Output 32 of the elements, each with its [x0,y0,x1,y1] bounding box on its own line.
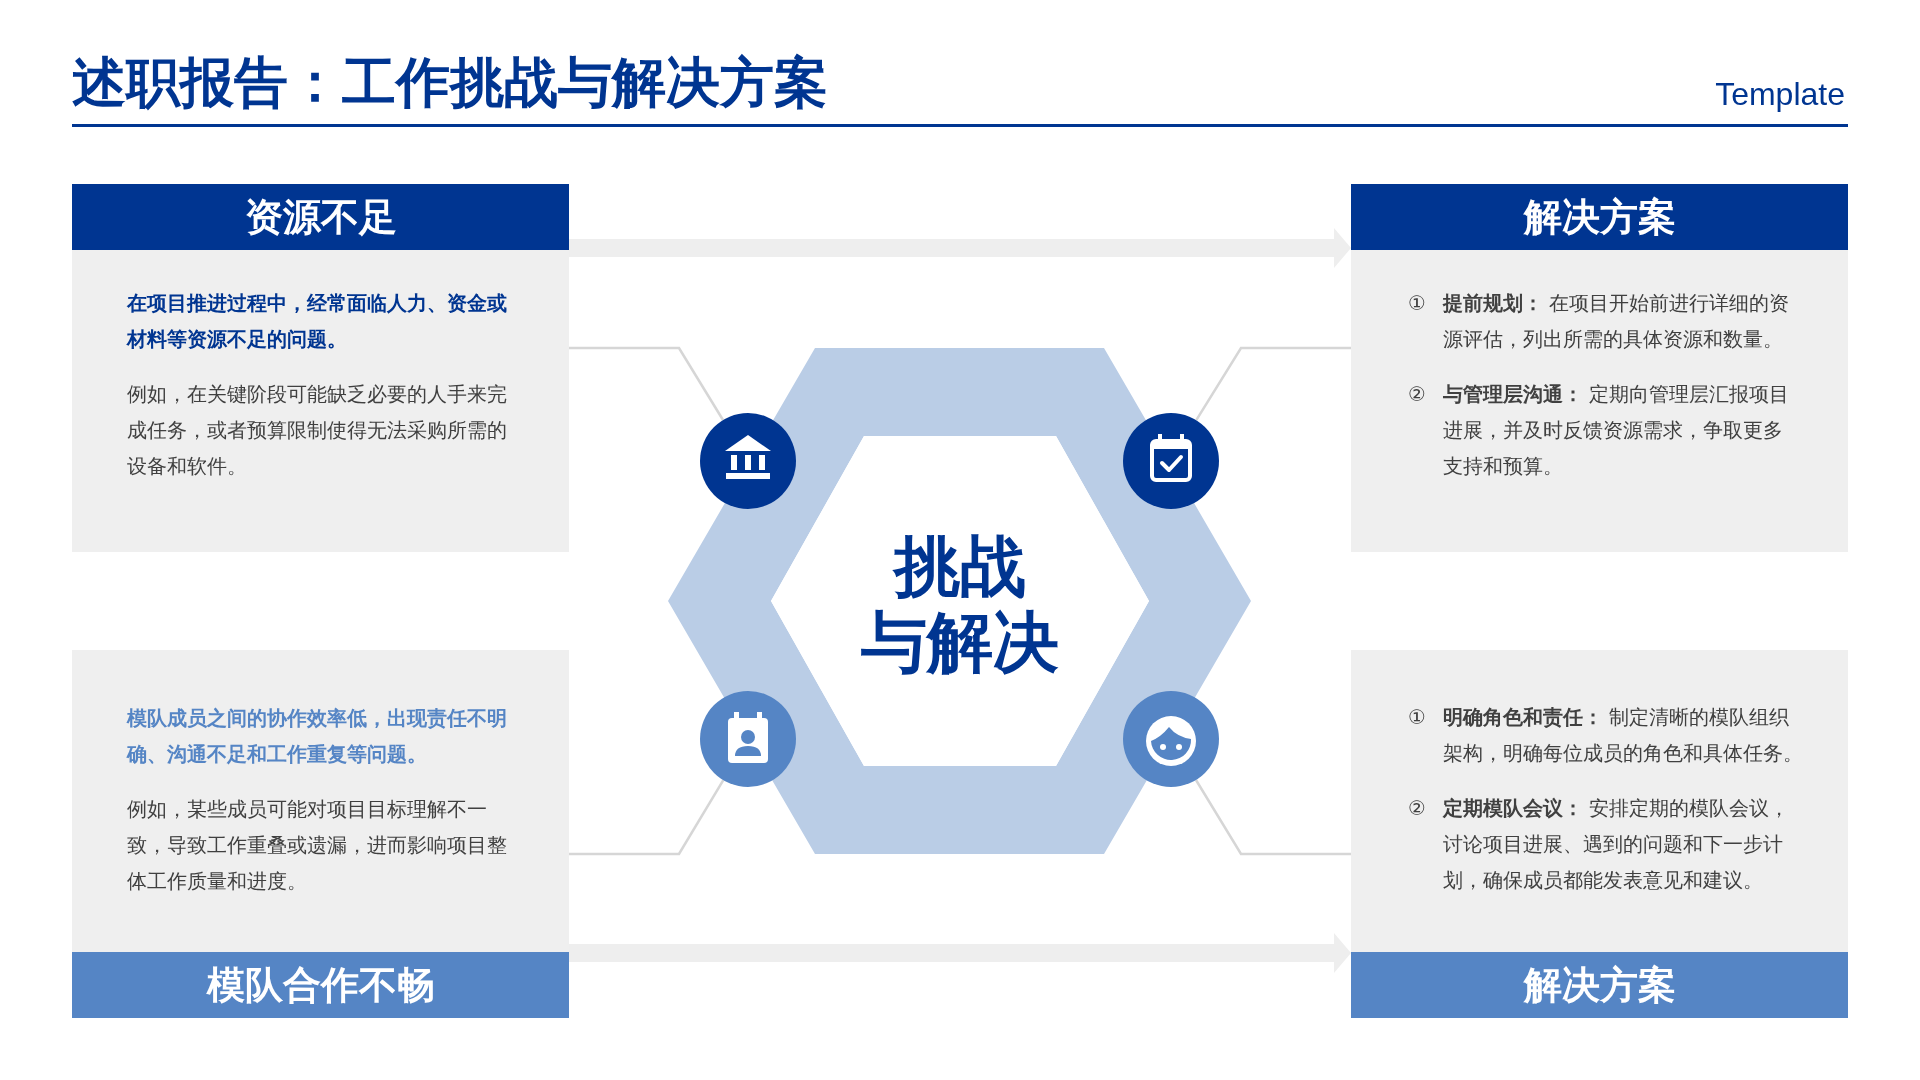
connector-line [1195,346,1351,421]
text-panel [1351,184,1848,552]
body-text: 例如，某些成员可能对项目目标理解不一致，导致工作重叠或遗漏，进而影响项目整体工作质量和进度。 [127,797,508,894]
bank-icon [700,413,796,509]
text-panel [72,650,569,1018]
lead-text: 在项目推进过程中，经常面临人力、资金或材料等资源不足的问题。 [127,291,508,352]
lead-text: 模队成员之间的协作效率低，出现责任不明确、沟通不足和工作重复等问题。 [127,706,508,767]
list-number: ① [1408,291,1426,316]
list-number: ① [1408,705,1426,730]
list-number: ② [1408,796,1426,821]
panel-header: 模队合作不畅 [72,952,569,1018]
text-panel [1351,650,1848,1018]
connector-line [1194,779,1351,856]
face-icon [1123,691,1219,787]
page-title: 述职报告：工作挑战与解决方案 [72,51,828,114]
list-number: ② [1408,382,1426,407]
list-item-text: 明确角色和责任： 制定清晰的模队组织架构，明确每位成员的角色和具体任务。 [1443,705,1804,766]
list-item-text: 定期模队会议： 安排定期的模队会议，讨论项目进展、遇到的问题和下一步计划，确保成员都能发表意见和建议。 [1443,796,1790,893]
person-badge-icon [700,691,796,787]
header-tagline: Template [1715,75,1845,114]
arrow [569,933,1351,973]
connector-line [569,779,725,856]
panel-header: 资源不足 [72,184,569,250]
connector-line [569,346,725,421]
list-item-text: 与管理层沟通： 定期向管理层汇报项目进展，并及时反馈资源需求，争取更多支持和预算。 [1443,382,1790,479]
calendar-check-icon [1123,413,1219,509]
panel-header: 解决方案 [1351,184,1848,250]
text-panel [72,184,569,552]
body-text: 例如，在关键阶段可能缺乏必要的人手来完成任务，或者预算限制使得无法采购所需的设备和软件。 [127,382,508,479]
arrow [569,228,1351,268]
panel-header: 解决方案 [1351,952,1848,1018]
list-item-text: 提前规划： 在项目开始前进行详细的资源评估，列出所需的具体资源和数量。 [1443,291,1790,352]
